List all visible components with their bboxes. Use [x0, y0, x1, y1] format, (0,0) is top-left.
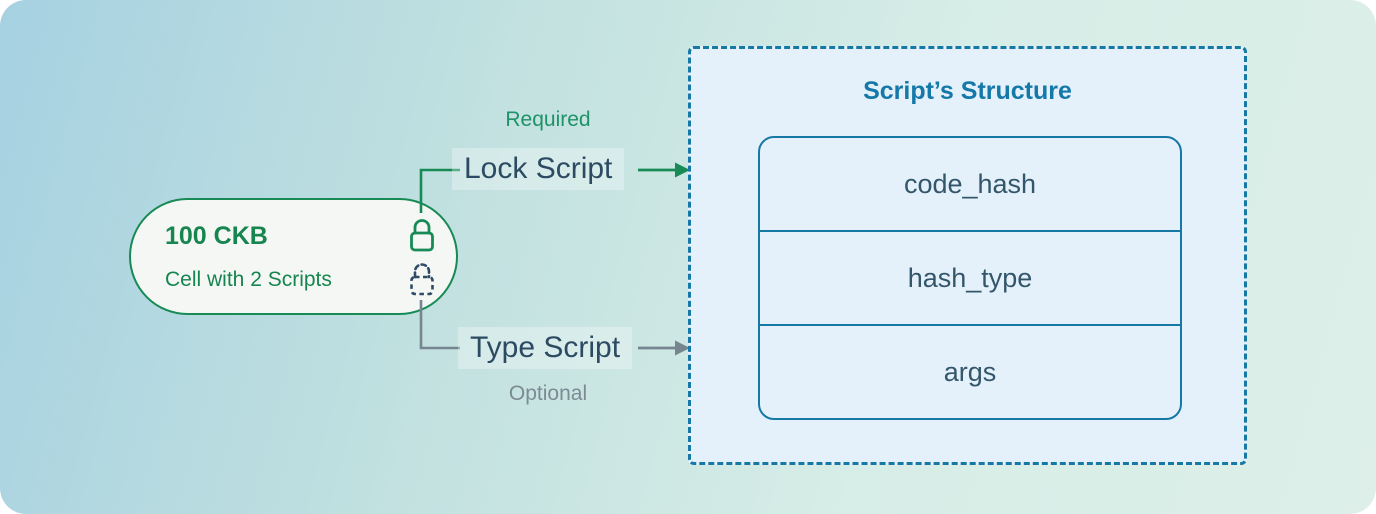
- script-structure-box: Script’s Structure code_hash hash_type a…: [688, 46, 1247, 465]
- optional-annotation: Optional: [508, 382, 588, 405]
- cell-amount: 100 CKB: [165, 222, 268, 250]
- cell-pill: 100 CKB Cell with 2 Scripts: [129, 198, 458, 315]
- script-structure-title: Script’s Structure: [863, 77, 1072, 105]
- lock-dashed-icon: [404, 260, 440, 303]
- field-code-hash: code_hash: [903, 168, 1037, 199]
- field-hash-type: hash_type: [760, 230, 1180, 324]
- script-structure-table: code_hash hash_type args: [758, 136, 1182, 420]
- lock-solid-icon: [404, 216, 440, 259]
- lock-script-label: Lock Script: [452, 148, 625, 190]
- type-script-label: Type Script: [458, 327, 633, 369]
- required-annotation: Required: [505, 108, 591, 131]
- field-args: args: [760, 324, 1180, 418]
- cell-label: Cell with 2 Scripts: [165, 268, 332, 291]
